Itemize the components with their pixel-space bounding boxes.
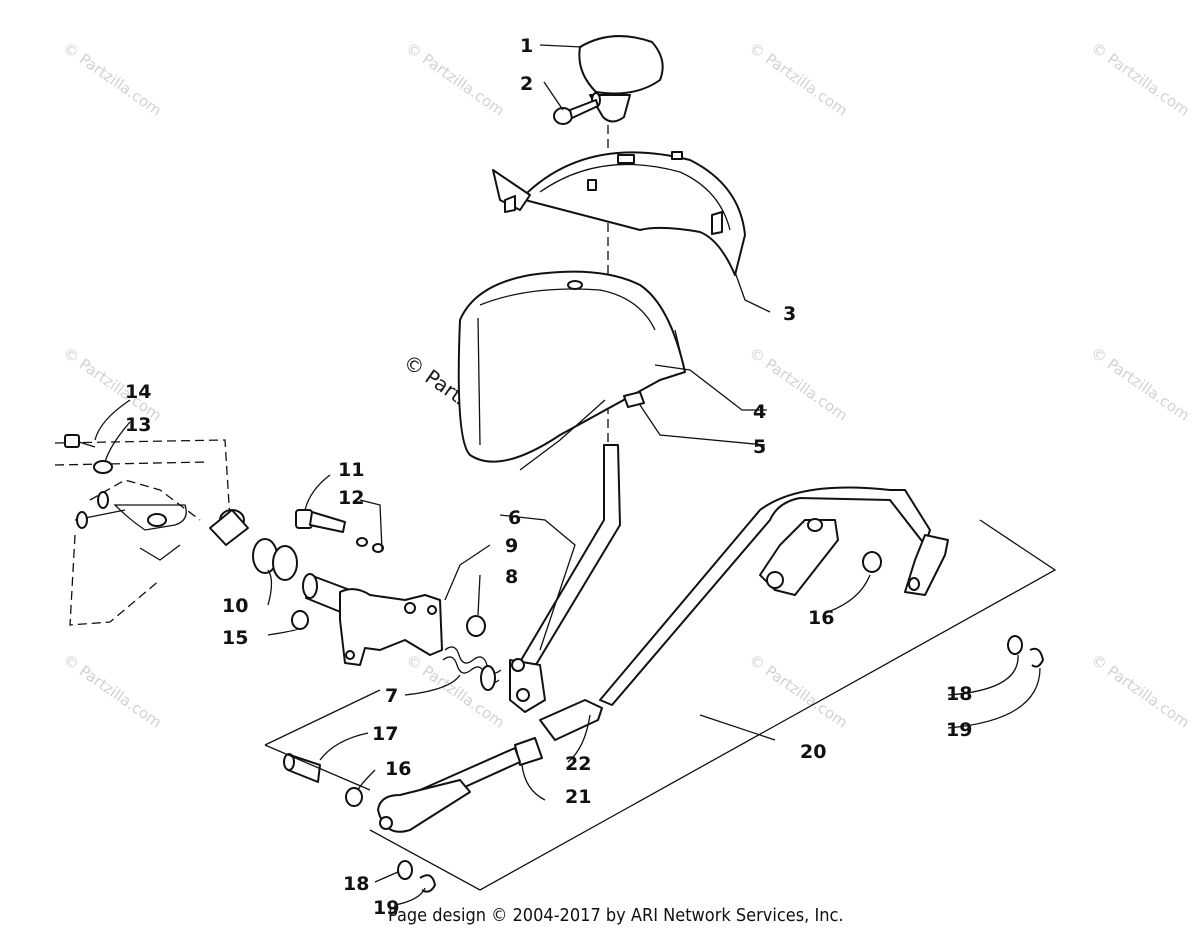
watermark: © Partzilla.com <box>1088 651 1193 732</box>
lower-cover-part <box>457 270 686 463</box>
watermark: © Partzilla.com <box>403 39 508 120</box>
pivot-bolt-part <box>283 753 321 783</box>
washer-part <box>1007 635 1023 655</box>
small-washer-part <box>372 543 384 553</box>
part-label-18-right: 18 <box>946 683 972 705</box>
part-label-20: 20 <box>800 741 826 763</box>
part-label-18-left: 18 <box>343 873 369 895</box>
watermark: © Partzilla.com <box>1088 39 1193 120</box>
o-ring-part <box>272 545 298 581</box>
spring-part <box>442 646 502 691</box>
knob-part <box>578 35 664 123</box>
small-washer-part <box>356 537 368 547</box>
ball-joint-part <box>759 518 839 596</box>
watermark: © Partzilla.com <box>60 39 165 120</box>
part-label-12: 12 <box>338 487 364 509</box>
shift-linkage-part <box>599 486 949 706</box>
watermark: © Partzilla.com <box>403 651 508 732</box>
frame-bracket <box>54 439 249 626</box>
bolt-part <box>64 434 96 448</box>
part-label-1: 1 <box>520 35 533 57</box>
e-clip-part <box>419 874 436 893</box>
part-label-10: 10 <box>222 595 248 617</box>
pin-part <box>295 509 346 533</box>
upper-cover-part <box>492 151 746 276</box>
part-label-5: 5 <box>753 436 766 458</box>
washer-part <box>291 610 309 630</box>
washer-part <box>93 460 113 474</box>
part-label-17: 17 <box>372 723 398 745</box>
watermark: © Partzilla.com <box>746 39 851 120</box>
part-label-6: 6 <box>508 507 521 529</box>
part-label-4: 4 <box>753 401 766 423</box>
part-labels: 1 2 3 4 5 6 9 8 14 13 11 12 10 15 7 17 1… <box>125 35 972 919</box>
part-label-22: 22 <box>565 753 591 775</box>
e-clip-part <box>1029 647 1044 668</box>
part-label-7: 7 <box>385 685 398 707</box>
part-label-3: 3 <box>783 303 796 325</box>
part-label-16-right: 16 <box>808 607 834 629</box>
watermark: © Partzilla.com <box>746 651 851 732</box>
nut-part <box>466 615 486 637</box>
washer-part <box>397 860 413 880</box>
shift-rod-part <box>509 444 621 713</box>
watermark: © Partzilla.com <box>1088 344 1193 425</box>
part-label-14: 14 <box>125 381 151 403</box>
bushing-part <box>862 551 882 573</box>
kit-outline <box>264 519 1057 891</box>
watermark: © Partzilla.com <box>60 651 165 732</box>
part-label-16-left: 16 <box>385 758 411 780</box>
part-label-15: 15 <box>222 627 248 649</box>
part-label-19-right: 19 <box>946 719 972 741</box>
part-label-21: 21 <box>565 786 591 808</box>
part-label-19-left: 19 <box>373 897 399 919</box>
copyright-footer: Page design © 2004-2017 by ARI Network S… <box>388 905 844 926</box>
turnbuckle-part <box>377 699 603 833</box>
screw-part <box>553 99 599 125</box>
part-label-2: 2 <box>520 73 533 95</box>
leader-lines <box>94 44 1041 906</box>
shift-shaft-part <box>302 573 443 666</box>
part-label-9: 9 <box>505 535 518 557</box>
part-label-8: 8 <box>505 566 518 588</box>
part-label-11: 11 <box>338 459 364 481</box>
bushing-part <box>345 787 363 807</box>
insert-part <box>623 391 645 408</box>
part-label-13: 13 <box>125 414 151 436</box>
